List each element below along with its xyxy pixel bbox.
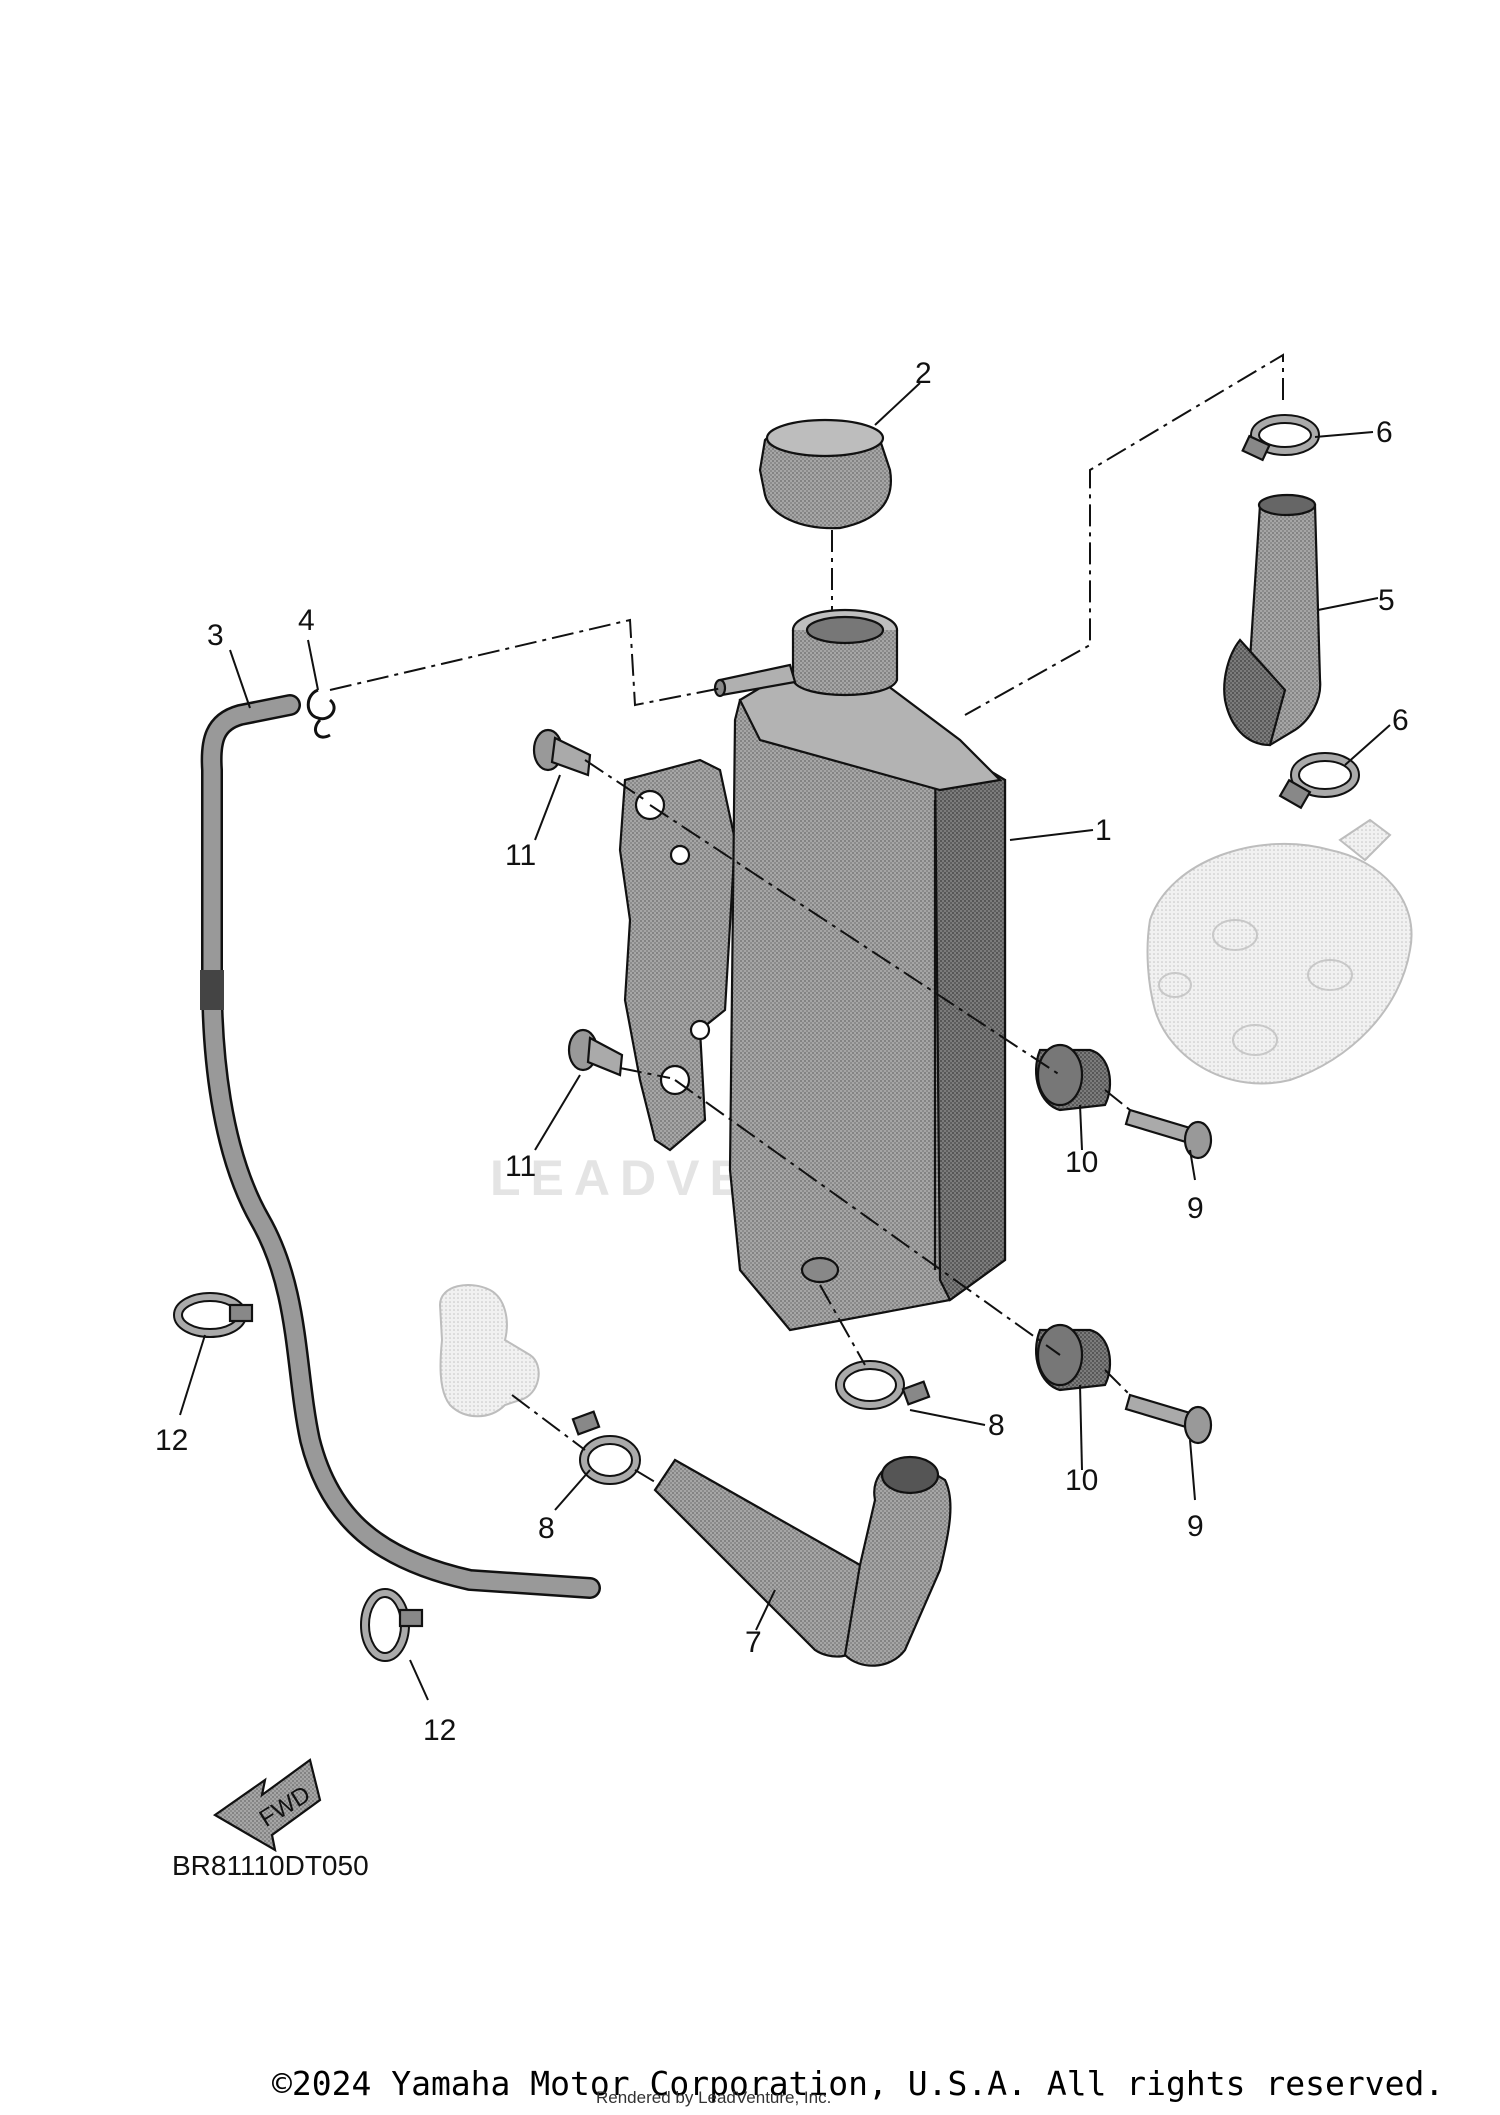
callout-5: 5 [1378, 584, 1395, 617]
cylinder-head-reference [1146, 818, 1413, 1085]
callout-9-lower: 9 [1187, 1510, 1204, 1543]
bolt-upper[interactable] [1124, 1108, 1213, 1160]
callout-12-upper: 12 [155, 1424, 188, 1457]
radiator-cap[interactable] [758, 418, 892, 530]
callout-labels: 1 2 3 4 5 6 6 7 8 8 9 9 10 10 11 11 12 1… [155, 357, 1409, 1747]
callout-8-left: 8 [538, 1512, 555, 1545]
callout-12-lower: 12 [423, 1714, 456, 1747]
rendered-by-notice: Rendered by LeadVenture, Inc. [596, 2088, 832, 2107]
callout-11-lower: 11 [505, 1150, 536, 1183]
callout-7: 7 [745, 1626, 762, 1659]
overflow-hose[interactable] [200, 694, 601, 1599]
callout-10-upper: 10 [1065, 1146, 1098, 1179]
diagram-code: BR81110DT050 [172, 1850, 369, 1881]
damper-lower[interactable] [1035, 1323, 1112, 1392]
callout-9-upper: 9 [1187, 1192, 1204, 1225]
hose-clamp-overflow-lower[interactable] [360, 1588, 424, 1662]
callout-8-right: 8 [988, 1409, 1005, 1442]
hose-clip[interactable] [306, 688, 336, 739]
assembly-lines [329, 353, 1284, 1486]
hose-clamp-lower[interactable] [1278, 752, 1360, 810]
callout-10-lower: 10 [1065, 1464, 1098, 1497]
copyright-notice: ©2024 Yamaha Motor Corporation, U.S.A. A… [272, 2064, 1445, 2103]
overflow-hose-fill [203, 696, 599, 1597]
lower-radiator-hose[interactable] [653, 1455, 952, 1667]
hose-clamp-upper[interactable] [1241, 414, 1320, 462]
overflow-hose-band [200, 970, 224, 1010]
callout-6-lower: 6 [1392, 704, 1409, 737]
callout-6-upper: 6 [1376, 416, 1393, 449]
radiator-assembly[interactable] [618, 608, 1007, 1332]
callout-1: 1 [1095, 814, 1112, 847]
collar-upper[interactable] [532, 728, 592, 777]
hose-clamp-lower-left[interactable] [571, 1410, 641, 1485]
forward-direction-arrow: FWD [212, 1758, 322, 1853]
damper-upper[interactable] [1035, 1043, 1112, 1112]
leader-lines [179, 382, 1391, 1701]
callout-4: 4 [298, 604, 315, 637]
upper-radiator-hose[interactable] [1223, 493, 1322, 747]
hose-clamp-lower-right[interactable] [835, 1360, 931, 1410]
collar-lower[interactable] [567, 1028, 624, 1077]
callout-11-upper: 11 [505, 839, 536, 872]
bolt-lower[interactable] [1124, 1393, 1213, 1445]
hose-clamp-overflow-upper[interactable] [173, 1292, 254, 1338]
callout-2: 2 [915, 357, 932, 390]
callout-3: 3 [207, 619, 224, 652]
water-pump-elbow-reference [438, 1284, 540, 1418]
